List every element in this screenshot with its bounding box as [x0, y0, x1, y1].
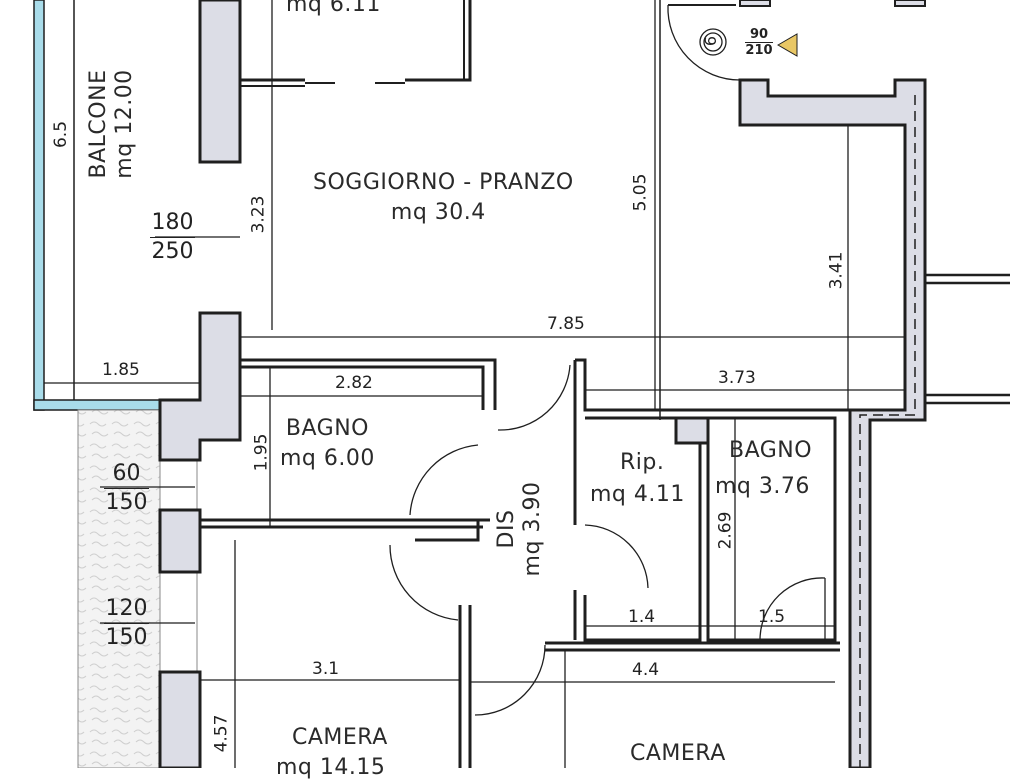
opening-camera-window: 120 150	[104, 596, 149, 650]
interior-partitions	[200, 358, 905, 768]
room-label-rip: Rip. mq 4.11	[590, 450, 685, 507]
dim-bath1-height: 1.95	[251, 433, 272, 472]
entrance-door	[659, 0, 926, 420]
room-label-top: mq 6.11	[286, 0, 381, 17]
room-label-dis: DIS mq 3.90	[494, 481, 545, 577]
entrance-number: 6	[701, 35, 721, 47]
room-label-bath2: BAGNO mq 3.76	[715, 438, 813, 499]
room-label-camera2: CAMERA	[630, 741, 726, 766]
walls	[158, 0, 927, 768]
dim-camera1-width: 3.1	[312, 659, 340, 679]
balcony	[33, 0, 161, 411]
room-label-balcony: BALCONE mq 12.00	[86, 69, 137, 179]
room-label-bath1: BAGNO mq 6.00	[280, 416, 375, 471]
dim-living-right: 5.05	[630, 173, 651, 212]
entrance-arrow-icon	[777, 33, 798, 57]
dim-bath1-width: 2.82	[335, 373, 373, 393]
dimension-lines	[44, 0, 905, 768]
entrance-number-circle	[699, 28, 727, 56]
top-room-walls	[238, 0, 472, 330]
exterior-paving	[77, 409, 161, 768]
dim-rip-width: 1.4	[628, 607, 656, 627]
dim-balcony-length: 6.5	[51, 120, 72, 149]
dim-living-width: 7.85	[547, 314, 585, 334]
dim-corridor-width: 3.73	[718, 368, 756, 388]
room-area: mq 30.4	[390, 200, 486, 225]
dim-balcony-width: 1.85	[102, 360, 140, 380]
door-swings	[389, 364, 826, 716]
opening-balcony-door: 180 250	[150, 210, 195, 264]
dim-bath2-height: 2.69	[715, 511, 736, 550]
dim-camera2-width: 4.4	[632, 660, 660, 680]
room-label-camera1: CAMERA mq 14.15	[276, 725, 388, 780]
dim-bath2-width: 1.5	[758, 607, 786, 627]
room-label-living: SOGGIORNO - PRANZO mq 30.4	[313, 172, 574, 224]
opening-bath-window: 60 150	[104, 461, 149, 515]
room-name: SOGGIORNO - PRANZO	[313, 170, 574, 195]
entrance-door-size: 90 210	[745, 27, 773, 58]
dim-living-left: 3.23	[248, 195, 269, 234]
dim-camera1-height: 4.57	[211, 714, 232, 753]
dim-kitchen-height: 3.41	[826, 251, 847, 290]
